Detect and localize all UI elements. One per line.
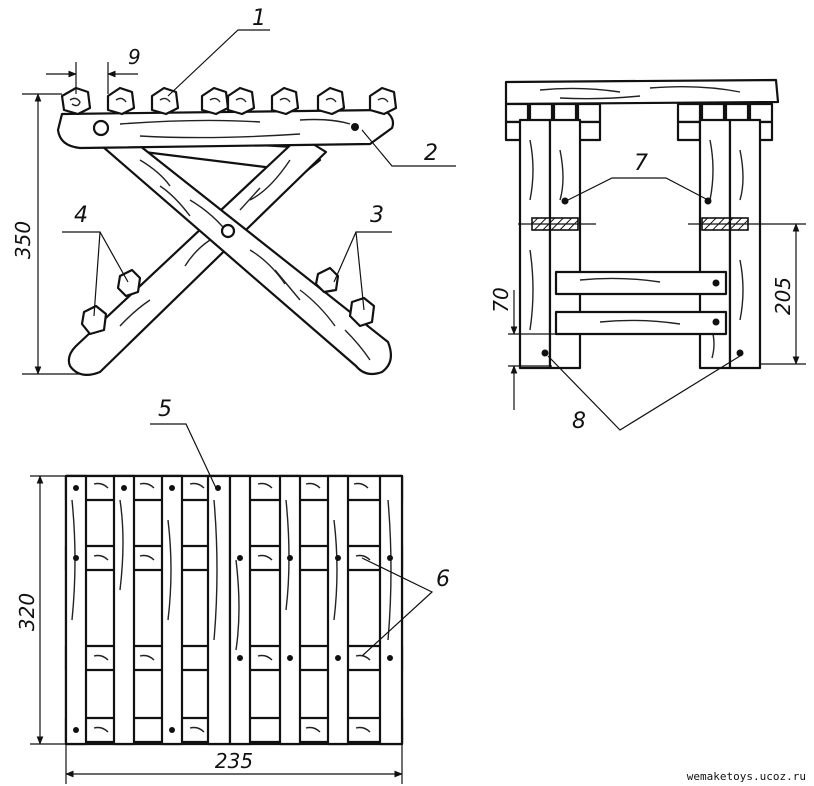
front-leg-outer-left <box>518 118 552 370</box>
pivot-bolt <box>220 223 236 239</box>
top-nails <box>73 485 393 733</box>
site-credit: wemaketoys.ucoz.ru <box>687 770 806 783</box>
side-view: 350 9 1 2 3 4 <box>11 6 456 377</box>
stretcher-pegs <box>80 266 376 336</box>
front-view: 205 70 7 8 <box>489 78 806 434</box>
front-stretcher-upper <box>554 270 728 296</box>
top-slats <box>64 474 404 746</box>
callout-7: 7 <box>634 151 648 176</box>
side-leg-back <box>67 134 328 377</box>
dim-front-mid: 205 <box>771 277 795 315</box>
front-leg-outer-right <box>728 118 762 370</box>
callout-8: 8 <box>572 409 586 434</box>
callout-5: 5 <box>158 397 172 422</box>
side-leg-front <box>100 136 393 376</box>
dim-peg-gap: 9 <box>128 45 141 69</box>
top-view: 320 235 5 6 <box>15 397 450 784</box>
dim-top-width: 235 <box>215 749 253 773</box>
callout-6: 6 <box>436 567 450 592</box>
callout-2: 2 <box>424 141 438 166</box>
rail-bolt-left <box>92 119 110 137</box>
callout-3: 3 <box>370 203 384 228</box>
seat-slat-ends <box>60 86 398 116</box>
rail-bolt-right <box>351 123 359 131</box>
dim-front-low: 70 <box>489 287 513 312</box>
dim-side-height: 350 <box>11 221 35 259</box>
front-stretcher-lower <box>554 310 728 336</box>
callout-4: 4 <box>74 203 88 228</box>
dim-top-depth: 320 <box>15 593 39 631</box>
callout-1: 1 <box>252 6 266 31</box>
